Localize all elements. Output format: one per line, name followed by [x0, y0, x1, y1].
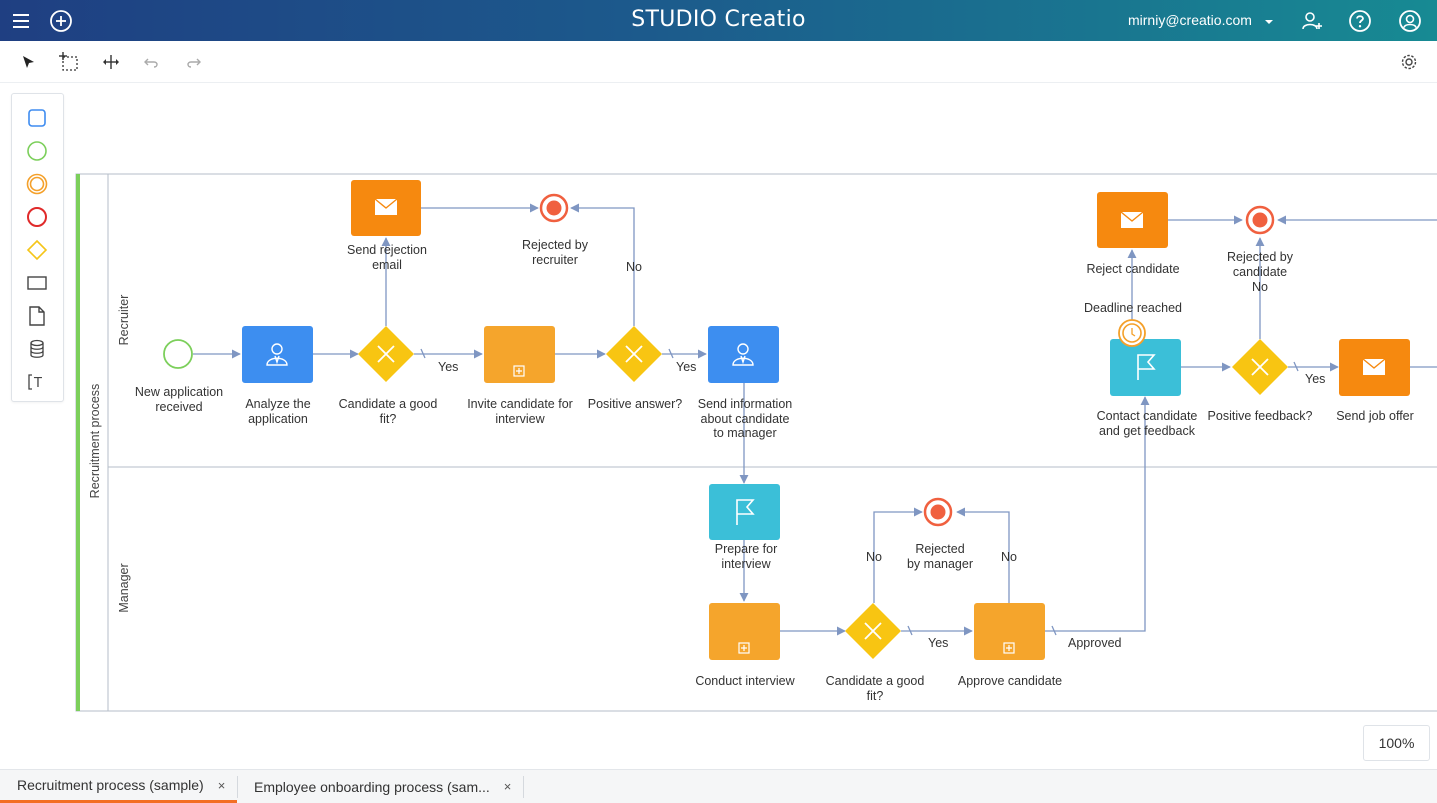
move-icon[interactable] [100, 51, 122, 73]
subprocess-conduct-interview[interactable] [709, 603, 780, 660]
end-event-rejected-by-manager[interactable] [923, 497, 953, 527]
lane-label-recruiter: Recruiter [117, 294, 131, 346]
start-event-icon[interactable] [25, 139, 49, 163]
tab-employee-onboarding[interactable]: Employee onboarding process (sam... × [238, 770, 523, 803]
flow-label-yes: Yes [1305, 372, 1326, 386]
subprocess-approve-candidate[interactable] [974, 603, 1045, 660]
element-palette: T [11, 93, 64, 402]
task-shape-icon[interactable] [25, 106, 49, 130]
tab-divider [523, 776, 524, 798]
pointer-icon[interactable] [17, 51, 39, 73]
designer-toolbar [0, 41, 1437, 83]
gateway-good-fit-2[interactable] [845, 603, 901, 659]
label-conduct-interview: Conduct interview [695, 674, 795, 688]
flow-label-yes: Yes [438, 360, 459, 374]
intermediate-event-icon[interactable] [25, 172, 49, 196]
gateway-good-fit-1[interactable] [358, 326, 414, 382]
task-prepare-interview[interactable] [709, 484, 780, 540]
timer-boundary-event[interactable] [1118, 319, 1146, 347]
undo-icon[interactable] [141, 51, 163, 73]
flow-label-yes: Yes [928, 636, 949, 650]
data-object-icon[interactable] [25, 304, 49, 328]
task-reject-candidate[interactable] [1097, 192, 1168, 248]
flow-label-yes: Yes [676, 360, 697, 374]
add-user-icon[interactable] [1299, 8, 1325, 34]
pool-label: Recruitment process [88, 383, 102, 499]
chevron-down-icon[interactable] [1256, 9, 1282, 35]
task-send-job-offer[interactable] [1339, 339, 1410, 396]
task-analyze-application[interactable] [242, 326, 313, 383]
flow-label-no: No [626, 260, 642, 274]
profile-icon[interactable] [1397, 8, 1423, 34]
subprocess-invite-candidate[interactable] [484, 326, 555, 383]
user-task-icon [732, 343, 754, 366]
task-send-information[interactable] [708, 326, 779, 383]
flag-icon [1137, 354, 1156, 380]
label-approve-candidate: Approve candidate [957, 674, 1063, 688]
app-logo: STUDIO Creatio [631, 7, 806, 32]
menu-icon[interactable] [8, 8, 34, 34]
close-icon[interactable]: × [217, 777, 226, 793]
tab-recruitment-process[interactable]: Recruitment process (sample) × [0, 770, 238, 803]
tab-label: Recruitment process (sample) [17, 777, 204, 793]
sequence-flows [193, 203, 1437, 636]
task-contact-candidate[interactable] [1110, 339, 1181, 396]
document-tabs: Recruitment process (sample) × Employee … [0, 769, 1437, 803]
redo-icon[interactable] [182, 51, 204, 73]
gateway-positive-feedback[interactable] [1232, 339, 1288, 395]
gateway-positive-answer[interactable] [606, 326, 662, 382]
flow-label-no: No [1001, 550, 1017, 564]
flow-label-no: No [1252, 280, 1268, 294]
envelope-icon [1362, 358, 1386, 375]
user-email[interactable]: mirniy@creatio.com [1128, 12, 1252, 28]
data-store-icon[interactable] [25, 337, 49, 361]
add-circle-icon[interactable] [48, 8, 74, 34]
end-event-rejected-by-candidate[interactable] [1245, 205, 1275, 235]
envelope-icon [1120, 211, 1144, 228]
zoom-level[interactable]: 100% [1363, 725, 1430, 761]
envelope-icon [374, 198, 398, 215]
top-bar: STUDIO Creatio mirniy@creatio.com [0, 0, 1437, 41]
tab-divider [237, 776, 238, 798]
gateway-icon[interactable] [25, 238, 49, 262]
flow-label-approved: Approved [1068, 636, 1122, 650]
tab-label: Employee onboarding process (sam... [254, 778, 490, 795]
task-send-rejection-email[interactable] [351, 180, 421, 236]
user-task-icon [266, 343, 288, 366]
label-send-job-offer: Send job offer [1336, 409, 1414, 423]
label-positive-feedback: Positive feedback? [1207, 409, 1313, 423]
label-deadline-reached: Deadline reached [1084, 301, 1182, 315]
help-icon[interactable] [1347, 8, 1373, 34]
flow-label-no: No [866, 550, 882, 564]
label-reject-candidate: Reject candidate [1086, 262, 1180, 276]
end-event-rejected-by-recruiter[interactable] [539, 193, 569, 223]
end-event-icon[interactable] [25, 205, 49, 229]
settings-icon[interactable] [1398, 51, 1420, 73]
label-positive-answer: Positive answer? [587, 397, 683, 411]
lane-label-manager: Manager [117, 563, 131, 613]
lasso-select-icon[interactable] [58, 51, 80, 73]
flag-icon [736, 499, 755, 525]
close-icon[interactable]: × [503, 779, 512, 794]
annotation-icon[interactable]: T [25, 370, 49, 394]
start-event-new-application[interactable] [163, 339, 193, 369]
svg-text:T: T [33, 376, 42, 391]
subprocess-icon[interactable] [25, 271, 49, 295]
